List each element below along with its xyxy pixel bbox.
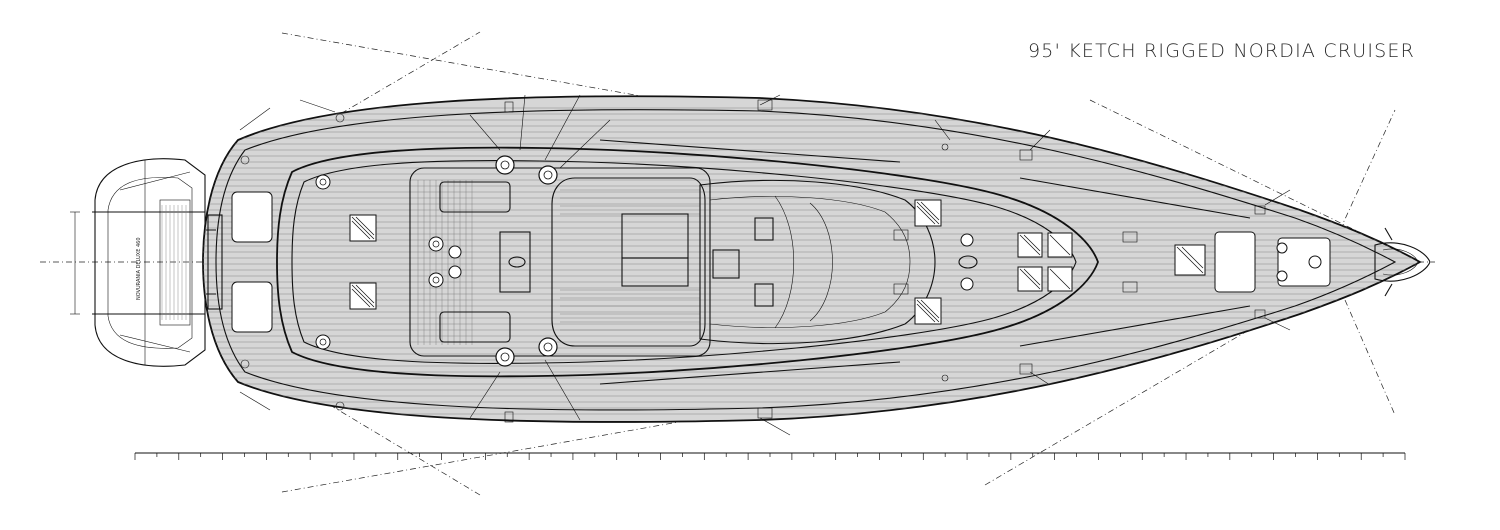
hatch-fwd-house-port <box>914 199 942 227</box>
hatch-aft-port <box>349 214 377 242</box>
main-mast <box>958 255 978 269</box>
hatch-forepeak <box>1174 244 1206 276</box>
winch-secondary-stbd <box>538 337 558 357</box>
winch-aft-port <box>315 174 331 190</box>
winch-mizzen-3 <box>448 245 462 279</box>
windlass <box>1276 242 1322 282</box>
winch-mizzen-1 <box>428 236 444 252</box>
bow-roller <box>1374 227 1431 297</box>
tender-label: NOVURANIA DELUXE 460 <box>136 237 142 300</box>
callout-leaders <box>239 94 1291 436</box>
winch-primary-stbd <box>495 347 515 367</box>
hatch-aft-stbd <box>349 282 377 310</box>
hatch-stern-port <box>231 191 273 243</box>
winches <box>315 155 1322 367</box>
masts <box>508 255 978 269</box>
genoa-tracks <box>599 139 1251 385</box>
winch-mizzen-2 <box>428 272 444 288</box>
winch-secondary-port <box>538 165 558 185</box>
chain-locker-hatch <box>1277 237 1331 287</box>
hatch-foredeck-1 <box>1017 232 1043 258</box>
scale-bar <box>134 452 1406 460</box>
hatch-foredeck-2 <box>1017 266 1043 292</box>
deckhouse <box>276 146 1099 378</box>
tender-dinghy: NOVURANIA DELUXE 460 <box>70 158 206 367</box>
hull <box>202 95 1422 423</box>
winch-aft-stbd <box>315 334 331 350</box>
mizzen-mast <box>508 256 526 268</box>
winch-fwd-port <box>960 233 974 291</box>
deck-hatches <box>231 191 1331 333</box>
hatch-foredeck-4 <box>1047 266 1073 292</box>
anchor-locker-hatch <box>1214 231 1256 293</box>
drawing-title: 95' KETCH RIGGED NORDIA CRUISER <box>1028 40 1416 62</box>
hatch-foredeck-3 <box>1047 232 1073 258</box>
deck-fittings <box>240 99 1266 423</box>
winch-primary-port <box>495 155 515 175</box>
hatch-stern-stbd <box>231 281 273 333</box>
hatch-fwd-house-stbd <box>914 297 942 325</box>
